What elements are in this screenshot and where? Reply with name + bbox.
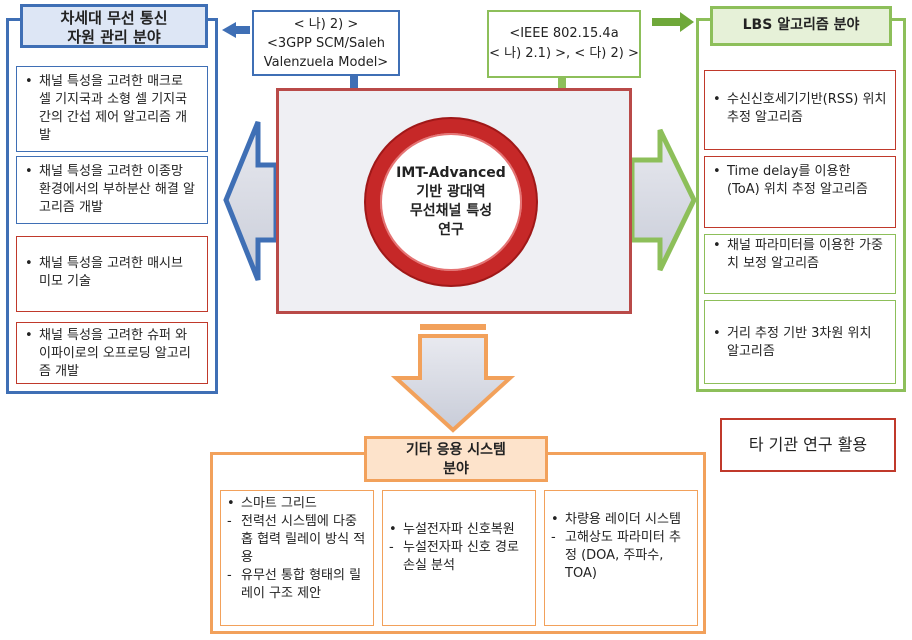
ref-right-line1: <IEEE 802.15.4a	[509, 26, 619, 41]
center-title: IMT-Advanced 기반 광대역 무선채널 특성 연구	[382, 164, 520, 240]
dash-marker: -	[227, 568, 232, 583]
right-panel-title-text: LBS 알고리즘 분야	[742, 17, 860, 33]
other-use-box: 타 기관 연구 활용	[720, 418, 896, 472]
left-item-2: • 채널 특성을 고려한 이종망 환경에서의 부하분산 해결 알고리즘 개발	[16, 156, 208, 224]
top-right-reference: <IEEE 802.15.4a < 나) 2.1) >, < 다) 2) >	[487, 10, 641, 78]
left-panel-title-line1: 차세대 무선 통신	[60, 9, 168, 27]
down-big-arrow	[390, 334, 516, 433]
col1-head: 스마트 그리드	[241, 496, 317, 511]
bottom-title-line1: 기타 응용 시스템	[406, 442, 506, 458]
bullet-dot: •	[713, 92, 721, 107]
bullet-dot: •	[389, 522, 397, 537]
col1-sub-1: 전력선 시스템에 다중홉 협력 릴레이 방식 적용	[241, 514, 366, 565]
left-item-4: • 채널 특성을 고려한 슈퍼 와이파이로의 오프로딩 알고리즘 개발	[16, 322, 208, 384]
bottom-col-1: •스마트 그리드 -전력선 시스템에 다중홉 협력 릴레이 방식 적용 -유무선…	[220, 490, 374, 626]
bullet-dot: •	[713, 164, 721, 179]
bottom-title-line2: 분야	[443, 461, 469, 477]
down-arrow-stem-top	[420, 324, 486, 330]
center-line3: 무선채널 특성	[409, 203, 493, 219]
center-line2: 기반 광대역	[416, 184, 486, 200]
ref-left-line2: <3GPP SCM/Saleh	[266, 36, 386, 51]
right-item-4: • 거리 추정 기반 3차원 위치 알고리즘	[704, 300, 896, 384]
col3-head: 차량용 레이더 시스템	[565, 512, 681, 527]
bullet-dot: •	[25, 164, 33, 179]
left-panel	[6, 18, 218, 394]
left-item-1: • 채널 특성을 고려한 매크로 셀 기지국과 소형 셀 기지국 간의 간섭 제어…	[16, 66, 208, 152]
right-panel-title: LBS 알고리즘 분야	[710, 6, 892, 46]
center-line1: IMT-Advanced	[396, 165, 506, 181]
col2-sub-1: 누설전자파 신호 경로 손실 분석	[403, 540, 519, 573]
dash-marker: -	[389, 540, 394, 555]
dash-marker: -	[227, 514, 232, 529]
bullet-dot: •	[227, 496, 235, 511]
right-item-1: • 수신신호세기기반(RSS) 위치 추정 알고리즘	[704, 70, 896, 150]
col3-sub-1: 고해상도 파라미터 추정 (DOA, 주파수, TOA)	[565, 530, 681, 581]
bullet-dot: •	[25, 256, 33, 271]
left-big-arrow	[223, 121, 279, 281]
top-left-arrow	[222, 22, 250, 38]
ref-left-line1: < 나) 2) >	[293, 17, 359, 32]
bullet-dot: •	[551, 512, 559, 527]
left-item-1-text: 채널 특성을 고려한 매크로 셀 기지국과 소형 셀 기지국 간의 간섭 제어 …	[39, 74, 188, 143]
right-item-3-text: 채널 파라미터를 이용한 가중치 보정 알고리즘	[727, 238, 883, 271]
col1-sub-2: 유무선 통합 형태의 릴레이 구조 제안	[241, 568, 362, 601]
ref-right-line2: < 나) 2.1) >, < 다) 2) >	[489, 46, 639, 61]
left-item-4-text: 채널 특성을 고려한 슈퍼 와이파이로의 오프로딩 알고리즘 개발	[39, 328, 191, 379]
bullet-dot: •	[25, 74, 33, 89]
bullet-dot: •	[25, 328, 33, 343]
top-right-arrow	[652, 12, 694, 32]
right-big-arrow	[629, 128, 697, 272]
top-left-reference: < 나) 2) > <3GPP SCM/Saleh Valenzuela Mod…	[252, 10, 400, 76]
bullet-dot: •	[713, 238, 721, 253]
right-item-1-text: 수신신호세기기반(RSS) 위치 추정 알고리즘	[727, 92, 887, 125]
bottom-col-2: • 누설전자파 신호복원 -누설전자파 신호 경로 손실 분석	[382, 490, 536, 626]
left-panel-title: 차세대 무선 통신 자원 관리 분야	[20, 4, 208, 48]
other-use-text: 타 기관 연구 활용	[748, 435, 868, 454]
right-item-2-text: Time delay를 이용한 (ToA) 위치 추정 알고리즘	[727, 164, 868, 197]
bullet-dot: •	[713, 326, 721, 341]
bottom-col-3: • 차량용 레이더 시스템 -고해상도 파라미터 추정 (DOA, 주파수, TO…	[544, 490, 698, 626]
left-panel-title-line2: 자원 관리 분야	[67, 28, 161, 46]
ref-left-line3: Valenzuela Model>	[263, 55, 389, 70]
right-item-3: • 채널 파라미터를 이용한 가중치 보정 알고리즘	[704, 234, 896, 294]
bottom-panel-title: 기타 응용 시스템 분야	[364, 436, 548, 482]
left-item-3-text: 채널 특성을 고려한 매시브 미모 기술	[39, 256, 183, 289]
center-line4: 연구	[438, 222, 464, 238]
col2-head: 누설전자파 신호복원	[403, 522, 515, 537]
dash-marker: -	[551, 530, 556, 545]
right-item-2: • Time delay를 이용한 (ToA) 위치 추정 알고리즘	[704, 156, 896, 228]
left-item-3: • 채널 특성을 고려한 매시브 미모 기술	[16, 236, 208, 312]
right-item-4-text: 거리 추정 기반 3차원 위치 알고리즘	[727, 326, 872, 359]
left-item-2-text: 채널 특성을 고려한 이종망 환경에서의 부하분산 해결 알고리즘 개발	[39, 164, 195, 215]
